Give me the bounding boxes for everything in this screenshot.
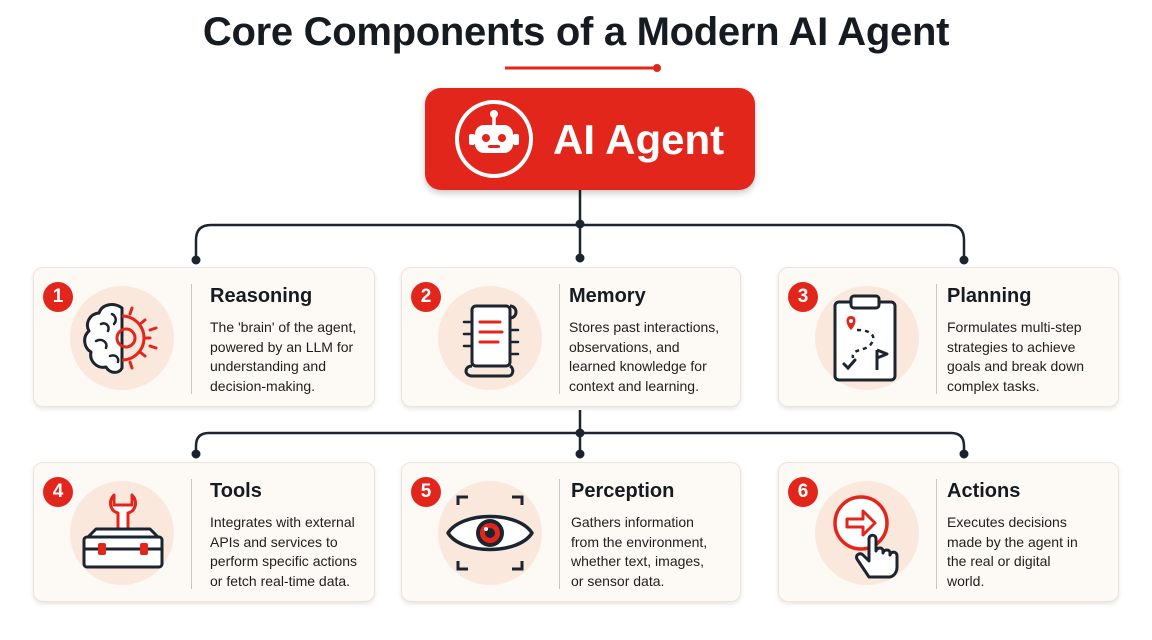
card-divider [559, 479, 560, 589]
desc-line: Stores past interactions, [569, 319, 720, 335]
card-divider [936, 284, 937, 394]
step-number-badge: 6 [788, 477, 818, 507]
toolbox-icon [82, 493, 164, 569]
icon-circle [438, 481, 542, 585]
desc-line: strategies to achieve [947, 338, 1076, 355]
step-number-badge: 5 [411, 477, 441, 507]
desc-line: whether text, images, [571, 553, 705, 569]
desc-line: from the environment, [571, 533, 708, 550]
card-title: Perception [571, 480, 675, 502]
card-title: Memory [569, 285, 646, 307]
desc-line: observations, and [569, 338, 680, 355]
desc-line: or sensor data. [571, 572, 665, 589]
desc-line: or fetch real-time data. [210, 572, 351, 589]
card-description: The 'brain' of the agent, powered by an … [210, 318, 372, 396]
desc-line: The 'brain' of the agent, [210, 319, 357, 335]
step-number-badge: 3 [788, 282, 818, 312]
eye-icon [446, 495, 534, 571]
desc-line: APIs and services to [210, 533, 338, 550]
card-title: Reasoning [210, 285, 313, 307]
desc-line: Formulates multi-step [947, 319, 1082, 335]
component-card-reasoning: 1 Reasoning The 'brain' of the agent, po… [33, 267, 375, 407]
component-card-perception: 5 Perception Gathers information from th… [401, 462, 741, 602]
card-description: Integrates with external APIs and servic… [210, 513, 372, 591]
desc-line: Gathers information [571, 514, 694, 530]
component-card-planning: 3 Planning Formulates multi-step strateg… [778, 267, 1119, 407]
card-description: Formulates multi-step strategies to achi… [947, 318, 1109, 396]
icon-circle [438, 286, 542, 390]
desc-line: made by the agent in [947, 533, 1078, 550]
card-description: Gathers information from the environment… [571, 513, 733, 591]
ai-agent-hub: AI Agent [425, 88, 755, 190]
page-title: Core Components of a Modern AI Agent [202, 10, 950, 54]
brain-gear-icon [83, 303, 158, 374]
component-card-tools: 4 Tools Integrates with external APIs an… [33, 462, 375, 602]
desc-line: context and learning. [569, 377, 699, 394]
desc-line: understanding and [210, 358, 326, 374]
step-number-badge: 1 [43, 282, 73, 312]
step-number-badge: 2 [411, 282, 441, 312]
step-number-badge: 4 [43, 477, 73, 507]
icon-circle [815, 481, 919, 585]
card-divider [191, 479, 192, 589]
card-description: Stores past interactions, observations, … [569, 318, 731, 396]
card-divider [191, 284, 192, 394]
desc-line: learned knowledge for [569, 358, 707, 374]
card-divider [559, 284, 560, 394]
card-description: Executes decisions made by the agent in … [947, 513, 1109, 591]
desc-line: Integrates with external [210, 514, 355, 530]
desc-line: perform specific actions [210, 553, 358, 569]
desc-line: world. [947, 572, 985, 589]
card-title: Planning [947, 285, 1032, 307]
clipboard-plan-icon [833, 294, 897, 382]
desc-line: Executes decisions [947, 514, 1067, 530]
card-title: Actions [947, 480, 1021, 502]
icon-circle [815, 286, 919, 390]
desc-line: the real or digital [947, 553, 1051, 569]
desc-line: decision-making. [210, 377, 316, 394]
robot-icon [455, 100, 533, 178]
card-divider [936, 479, 937, 589]
component-card-memory: 2 Memory Stores past interactions, obser… [401, 267, 741, 407]
memory-scroll-icon [462, 304, 520, 378]
desc-line: powered by an LLM for [210, 338, 354, 355]
pointer-click-icon [833, 495, 899, 579]
desc-line: goals and break down [947, 358, 1084, 374]
card-title: Tools [210, 480, 262, 502]
icon-circle [70, 481, 174, 585]
hub-label: AI Agent [553, 116, 725, 163]
desc-line: complex tasks. [947, 377, 1040, 394]
icon-circle [70, 286, 174, 390]
component-card-actions: 6 Actions Executes decisions made by the… [778, 462, 1119, 602]
